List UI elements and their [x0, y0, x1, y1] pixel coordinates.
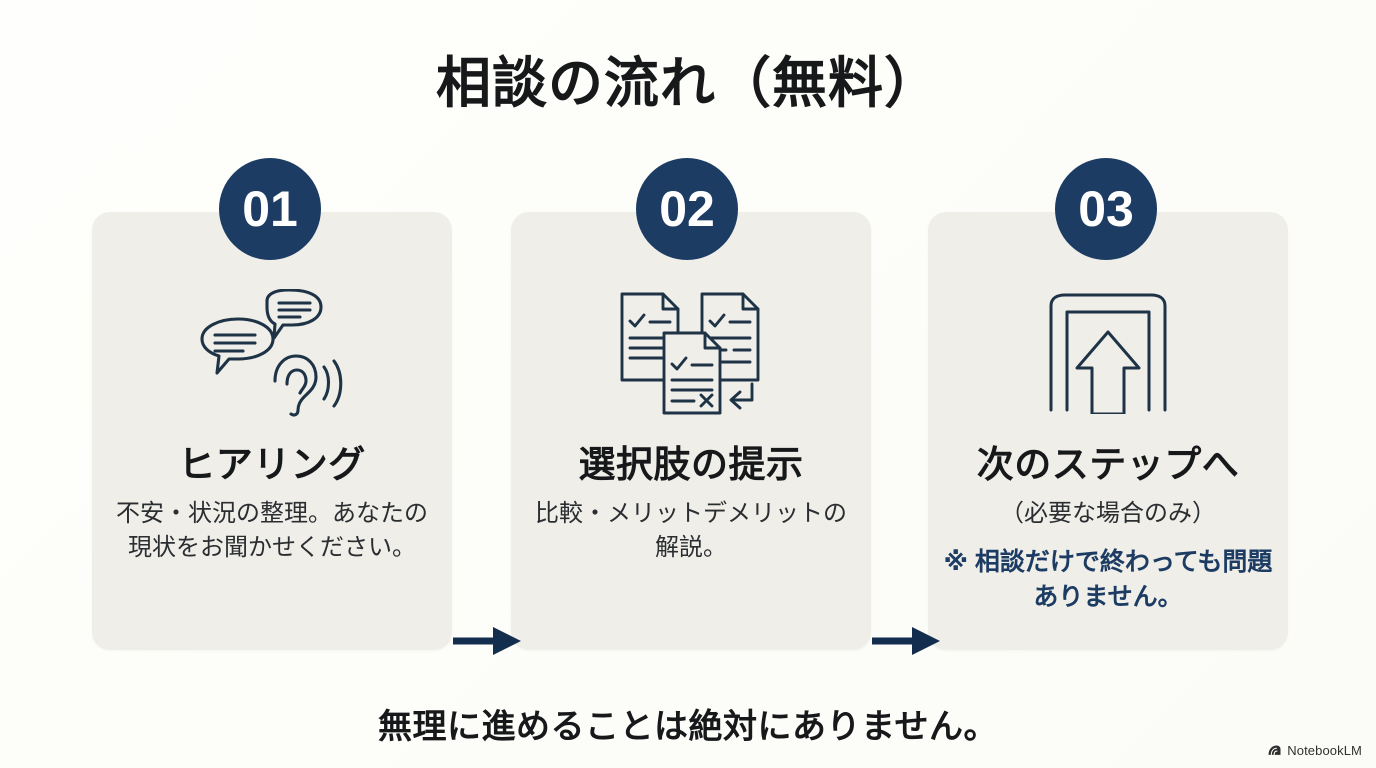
steps-row: 01: [0, 158, 1376, 655]
step-badge-3: 03: [1055, 158, 1157, 260]
speech-bubbles-ear-icon: [92, 280, 452, 425]
step-body-3: （必要な場合のみ）: [1000, 500, 1216, 527]
arrow-step2-to-step3: [872, 624, 944, 658]
step-body-1: 不安・状況の整理。あなたの現状をお聞かせください。: [116, 500, 428, 562]
step-card-1[interactable]: 01: [92, 158, 452, 650]
step-title-2: 選択肢の提示: [578, 444, 804, 485]
footer-note: 無理に進めることは絶対にありません。: [378, 708, 998, 746]
notebooklm-label: NotebookLM: [1287, 743, 1362, 758]
step-body-2: 比較・メリットデメリットの解説。: [535, 500, 847, 562]
step-card-2[interactable]: 02: [511, 158, 871, 650]
documents-checklist-icon: [511, 280, 871, 425]
step-title-1: ヒアリング: [178, 444, 366, 485]
step-title-3: 次のステップへ: [976, 444, 1240, 485]
step-note-3: ※ 相談だけで終わっても問題ありません。: [943, 548, 1273, 611]
step-card-3[interactable]: 03 次のステップへ （必要な場合のみ） ※ 相談だけで終わっても問題ありません…: [928, 158, 1288, 650]
step-badge-1: 01: [219, 158, 321, 260]
page-title: 相談の流れ（無料）: [435, 52, 940, 114]
step-badge-2: 02: [636, 158, 738, 260]
arrow-step1-to-step2: [453, 624, 525, 658]
notebooklm-watermark: NotebookLM: [1267, 743, 1362, 758]
notebooklm-spiral-icon: [1267, 743, 1282, 758]
arch-up-arrow-icon: [928, 280, 1288, 425]
